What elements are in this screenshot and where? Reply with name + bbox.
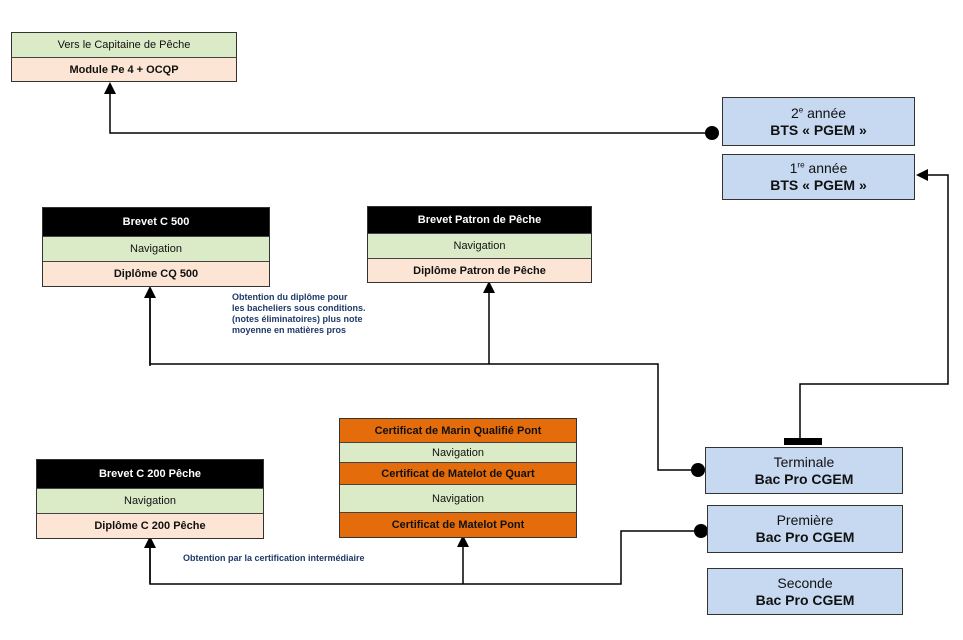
brevet-c500-nav: Navigation xyxy=(43,236,269,261)
bts-1re-annee: 1re année BTS « PGEM » xyxy=(722,154,915,200)
seconde-line1: Seconde xyxy=(777,574,833,591)
brevet-patron-diplome: Diplôme Patron de Pêche xyxy=(368,258,591,282)
note-bac-line: (notes éliminatoires) plus note xyxy=(232,314,363,324)
note-certification: Obtention par la certification intermédi… xyxy=(183,553,365,563)
bts1-suffix: re xyxy=(797,160,805,170)
link-terminale-bts1 xyxy=(799,169,949,440)
cert-matelot-pont: Certificat de Matelot Pont xyxy=(340,512,576,537)
bts1-annee: année xyxy=(804,160,848,176)
bts2-suffix: e xyxy=(798,104,804,114)
capitaine-title: Vers le Capitaine de Pêche xyxy=(12,33,236,57)
seconde-line2: Bac Pro CGEM xyxy=(755,591,855,608)
note-bac: Obtention du diplôme pour les bacheliers… xyxy=(232,292,512,336)
certificats-box: Certificat de Marin Qualifié Pont Naviga… xyxy=(339,418,577,538)
brevet-c500-diplome: Diplôme CQ 500 xyxy=(43,261,269,286)
cert-matelot-quart: Certificat de Matelot de Quart xyxy=(340,462,576,484)
bac-terminale: Terminale Bac Pro CGEM xyxy=(705,447,903,494)
brevet-c200-diplome: Diplôme C 200 Pêche xyxy=(37,513,263,538)
dot-bts2 xyxy=(705,126,719,140)
dot-premiere xyxy=(694,524,708,538)
bts-2e-annee: 2e année BTS « PGEM » xyxy=(722,97,915,146)
bar-terminale xyxy=(784,438,822,445)
note-bac-line: moyenne en matières pros xyxy=(232,325,347,335)
dot-terminale xyxy=(691,463,705,477)
brevet-c500-box: Brevet C 500 Navigation Diplôme CQ 500 xyxy=(42,207,270,287)
bts2-label: BTS « PGEM » xyxy=(770,121,867,138)
bac-seconde: Seconde Bac Pro CGEM xyxy=(707,568,903,615)
premiere-line2: Bac Pro CGEM xyxy=(755,529,855,545)
bts2-ordinal: 2 xyxy=(790,104,799,121)
cert-marin-qualifie: Certificat de Marin Qualifié Pont xyxy=(340,419,576,442)
link-bts2-capitaine xyxy=(104,82,712,134)
note-bac-line: les bacheliers sous conditions. xyxy=(232,303,366,313)
brevet-c200-nav: Navigation xyxy=(37,488,263,513)
terminale-line2: Bac Pro CGEM xyxy=(754,470,854,487)
bts1-ordinal: 1 xyxy=(789,160,798,176)
cert-nav-2: Navigation xyxy=(340,484,576,512)
brevet-c200-title: Brevet C 200 Pêche xyxy=(37,460,263,488)
bts1-label: BTS « PGEM » xyxy=(770,177,867,193)
brevet-c500-title: Brevet C 500 xyxy=(43,208,269,236)
capitaine-module: Module Pe 4 + OCQP xyxy=(12,57,236,81)
brevet-patron-title: Brevet Patron de Pêche xyxy=(368,207,591,233)
cert-nav-1: Navigation xyxy=(340,442,576,462)
capitaine-box: Vers le Capitaine de Pêche Module Pe 4 +… xyxy=(11,32,237,82)
premiere-line1: Première xyxy=(776,512,834,528)
brevet-c200-box: Brevet C 200 Pêche Navigation Diplôme C … xyxy=(36,459,264,539)
brevet-patron-nav: Navigation xyxy=(368,233,591,258)
note-bac-line: Obtention du diplôme pour xyxy=(232,292,348,302)
brevet-patron-box: Brevet Patron de Pêche Navigation Diplôm… xyxy=(367,206,592,283)
bac-premiere: Première Bac Pro CGEM xyxy=(707,505,903,553)
bts2-annee: année xyxy=(803,104,847,121)
terminale-line1: Terminale xyxy=(773,453,835,470)
